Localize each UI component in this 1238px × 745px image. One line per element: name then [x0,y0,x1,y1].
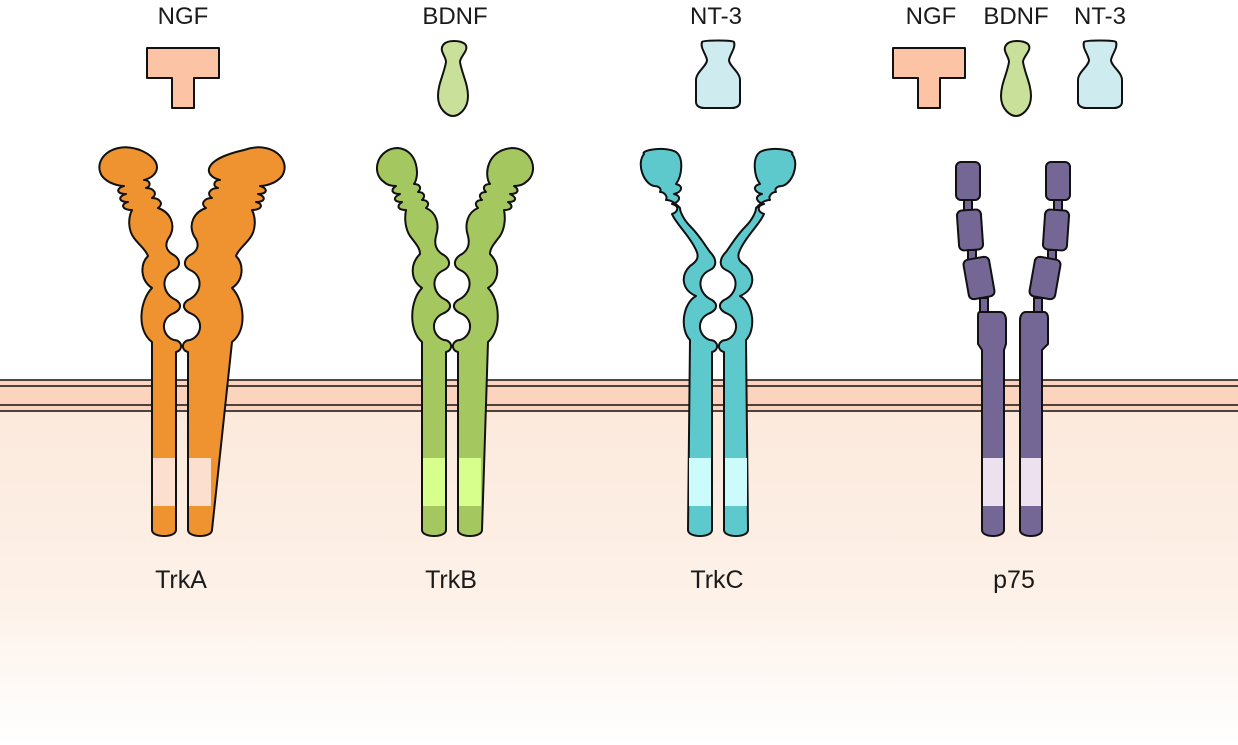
p75-label: p75 [993,566,1035,594]
trkc-kinase-band-left [689,458,711,506]
trka-kinase-band-right [189,458,211,506]
trkb-label: TrkB [425,566,477,594]
nt3-ligand-icon [695,39,741,109]
p75-nt3-ligand-icon [1077,39,1123,109]
trkc-kinase-band-right [725,458,747,506]
p75-band-right [1021,458,1041,506]
p75-bdnf-ligand-icon [999,40,1033,118]
trkb-kinase-band-right [459,458,481,506]
trka-receptor-icon [98,146,286,537]
bdnf-ligand-icon [436,40,470,118]
trka-kinase-band-left [153,458,175,506]
trkb-receptor-icon [376,147,534,537]
p75-ngf-ligand-icon [892,47,966,109]
ngf-label: NGF [158,3,209,30]
p75-ngf-label: NGF [906,3,957,30]
nt3-label: NT-3 [690,3,742,30]
p75-nt3-label: NT-3 [1074,3,1126,30]
ngf-ligand-icon [146,47,220,109]
p75-bdnf-label: BDNF [983,3,1048,30]
trkc-label: TrkC [690,566,743,594]
trkb-kinase-band-left [423,458,445,506]
trka-label: TrkA [155,566,207,594]
bdnf-label: BDNF [422,3,487,30]
plasma-membrane [0,379,1238,412]
trkc-receptor-icon [639,147,797,537]
p75-band-left [983,458,1003,506]
